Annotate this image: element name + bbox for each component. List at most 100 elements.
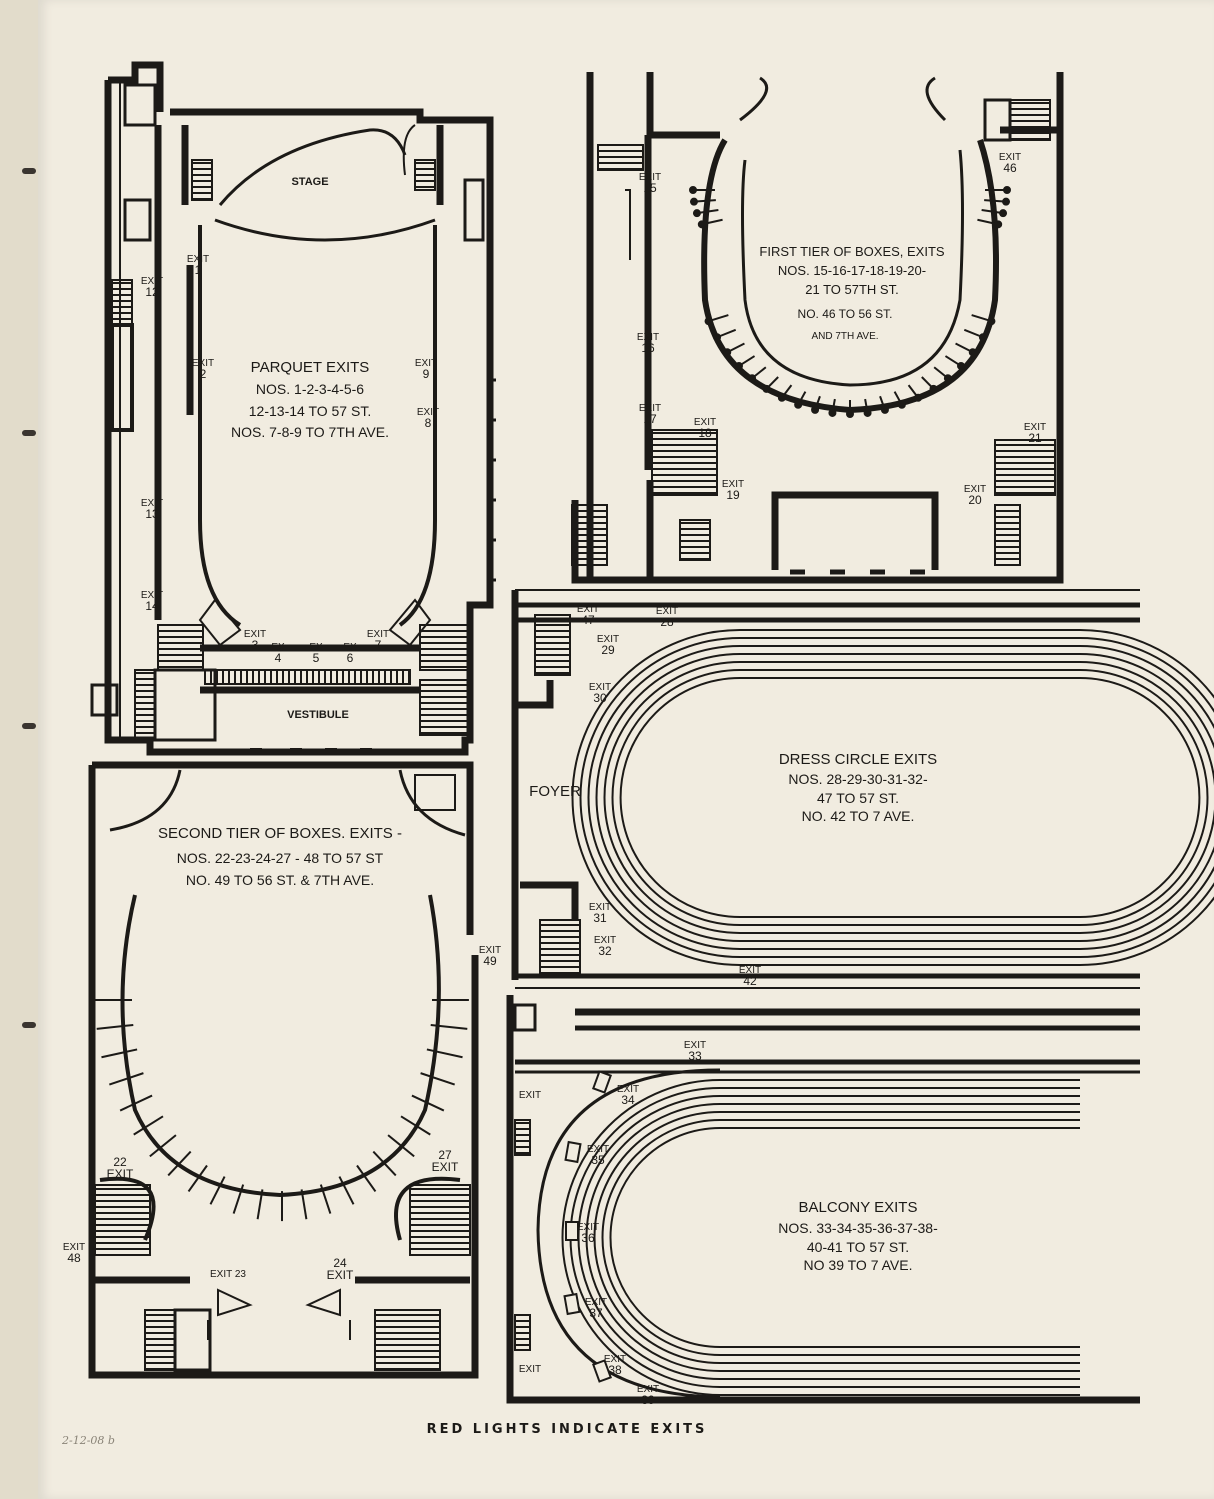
seating-row	[577, 1095, 1080, 1380]
balcony-line: NO 39 TO 7 AVE.	[804, 1257, 913, 1273]
exit-label: EXIT	[432, 1160, 459, 1174]
seating-row	[585, 1103, 1080, 1372]
exit-label: EXIT	[367, 629, 389, 640]
box-seat-dot	[723, 348, 732, 357]
exit-label: 21	[1028, 431, 1042, 445]
exit-label: 27	[438, 1148, 452, 1162]
balcony-line: 40-41 TO 57 ST.	[807, 1239, 909, 1255]
second-tier-line: NO. 49 TO 56 ST. & 7TH AVE.	[186, 872, 374, 888]
parquet-line: 12-13-14 TO 57 ST.	[249, 403, 371, 419]
dress-circle-title: DRESS CIRCLE EXITS	[779, 751, 937, 768]
seating-row	[603, 661, 1214, 934]
exit-label: 36	[581, 1231, 595, 1245]
exit-label: 9	[423, 367, 430, 381]
exit-label: EXIT	[141, 590, 163, 601]
exit-label: 31	[593, 911, 607, 925]
exit-label: EXIT	[519, 1364, 541, 1375]
binding-hole	[22, 168, 36, 174]
box-seat-dot	[762, 384, 771, 393]
binding-hole	[22, 430, 36, 436]
exit-label: EXIT	[519, 1090, 541, 1101]
exit-label: 37	[589, 1306, 603, 1320]
binding-hole	[22, 723, 36, 729]
exit-label: 34	[621, 1093, 635, 1107]
exit-label: 42	[743, 974, 757, 988]
exit-label: 3	[252, 638, 259, 652]
second-tier-line: NOS. 22-23-24-27 - 48 TO 57 ST	[177, 850, 384, 866]
seating-row	[561, 1079, 1080, 1396]
exit-label: 8	[425, 416, 432, 430]
exit-label: 16	[641, 341, 655, 355]
exit-label: 49	[483, 954, 497, 968]
exit-label: 33	[688, 1049, 702, 1063]
exit-label: EXIT	[587, 1144, 609, 1155]
balcony-plan: BALCONY EXITS NOS. 33-34-35-36-37-38- 40…	[506, 995, 1140, 1404]
exit-label: EXIT	[141, 498, 163, 509]
exit-label: EXIT	[192, 358, 214, 369]
box-seat-dot	[987, 317, 996, 326]
box-partition	[209, 1176, 226, 1205]
exit-label: EXIT	[656, 606, 678, 617]
parquet-line: NOS. 1-2-3-4-5-6	[256, 381, 364, 397]
exit-label: 4	[275, 651, 282, 665]
box-seat-dot	[828, 408, 837, 417]
exit-label: 13	[145, 507, 159, 521]
box-seat-dot	[943, 374, 952, 383]
box-partition	[430, 1023, 468, 1030]
foyer-label: FOYER	[529, 783, 581, 800]
exit-label: 15	[643, 181, 657, 195]
box-partition	[101, 1048, 138, 1059]
box-seat-dot	[734, 361, 743, 370]
exit-label: EXIT	[597, 634, 619, 645]
exit-label: EXIT	[107, 1167, 134, 1181]
box-seat-dot	[863, 408, 872, 417]
box-partition	[149, 1134, 177, 1158]
box-partition	[426, 1048, 463, 1059]
box-partition	[119, 1094, 153, 1112]
exit-label: 12	[145, 285, 159, 299]
exit-label: 7	[375, 638, 382, 652]
exit-label: 39	[641, 1393, 655, 1407]
dress-circle-line: 47 TO 57 ST.	[817, 790, 899, 806]
box-seat-dot	[846, 410, 854, 418]
exit-label: EXIT	[417, 407, 439, 418]
exit-label: 48	[67, 1251, 81, 1265]
exit-label: EXIT	[63, 1242, 85, 1253]
box-partition	[319, 1184, 332, 1214]
exit-label: EXIT	[684, 1040, 706, 1051]
stage-label: STAGE	[291, 176, 328, 188]
exit-label: EXIT	[577, 604, 599, 615]
box-partition	[133, 1115, 164, 1136]
box-partition	[96, 1023, 134, 1030]
box-seat-dot	[897, 400, 906, 409]
exit-label: 47	[581, 613, 595, 627]
exit-label: EXIT	[415, 358, 437, 369]
first-tier-title: FIRST TIER OF BOXES, EXITS	[759, 244, 944, 259]
seating-row	[587, 645, 1214, 950]
dress-circle-line: NOS. 28-29-30-31-32-	[788, 771, 928, 787]
box-partition	[232, 1184, 245, 1214]
binding-gutter	[0, 0, 38, 1499]
exit-label: 17	[643, 412, 657, 426]
exit-label: EXIT	[589, 902, 611, 913]
exit-label: 38	[608, 1363, 622, 1377]
balcony-line: NOS. 33-34-35-36-37-38-	[778, 1220, 938, 1236]
exit-label: EXIT	[594, 935, 616, 946]
exit-label: 20	[968, 493, 982, 507]
exit-label: 19	[726, 488, 740, 502]
exit-label: EXIT	[479, 945, 501, 956]
exit-label: EXIT	[639, 172, 661, 183]
exit-label: 14	[145, 599, 159, 613]
box-seat-dot	[689, 186, 697, 194]
dress-circle-line: NO. 42 TO 7 AVE.	[802, 808, 915, 824]
box-partition	[372, 1150, 397, 1177]
exit-label: EXIT	[141, 276, 163, 287]
exit-label: 6	[347, 651, 354, 665]
seating-row	[593, 1111, 1080, 1364]
box-seat-dot	[748, 374, 757, 383]
exit-label: EXIT	[637, 332, 659, 343]
exit-label: EXIT	[739, 965, 761, 976]
first-tier-line: NOS. 15-16-17-18-19-20-	[778, 263, 926, 278]
exit-label: EXIT	[577, 1222, 599, 1233]
